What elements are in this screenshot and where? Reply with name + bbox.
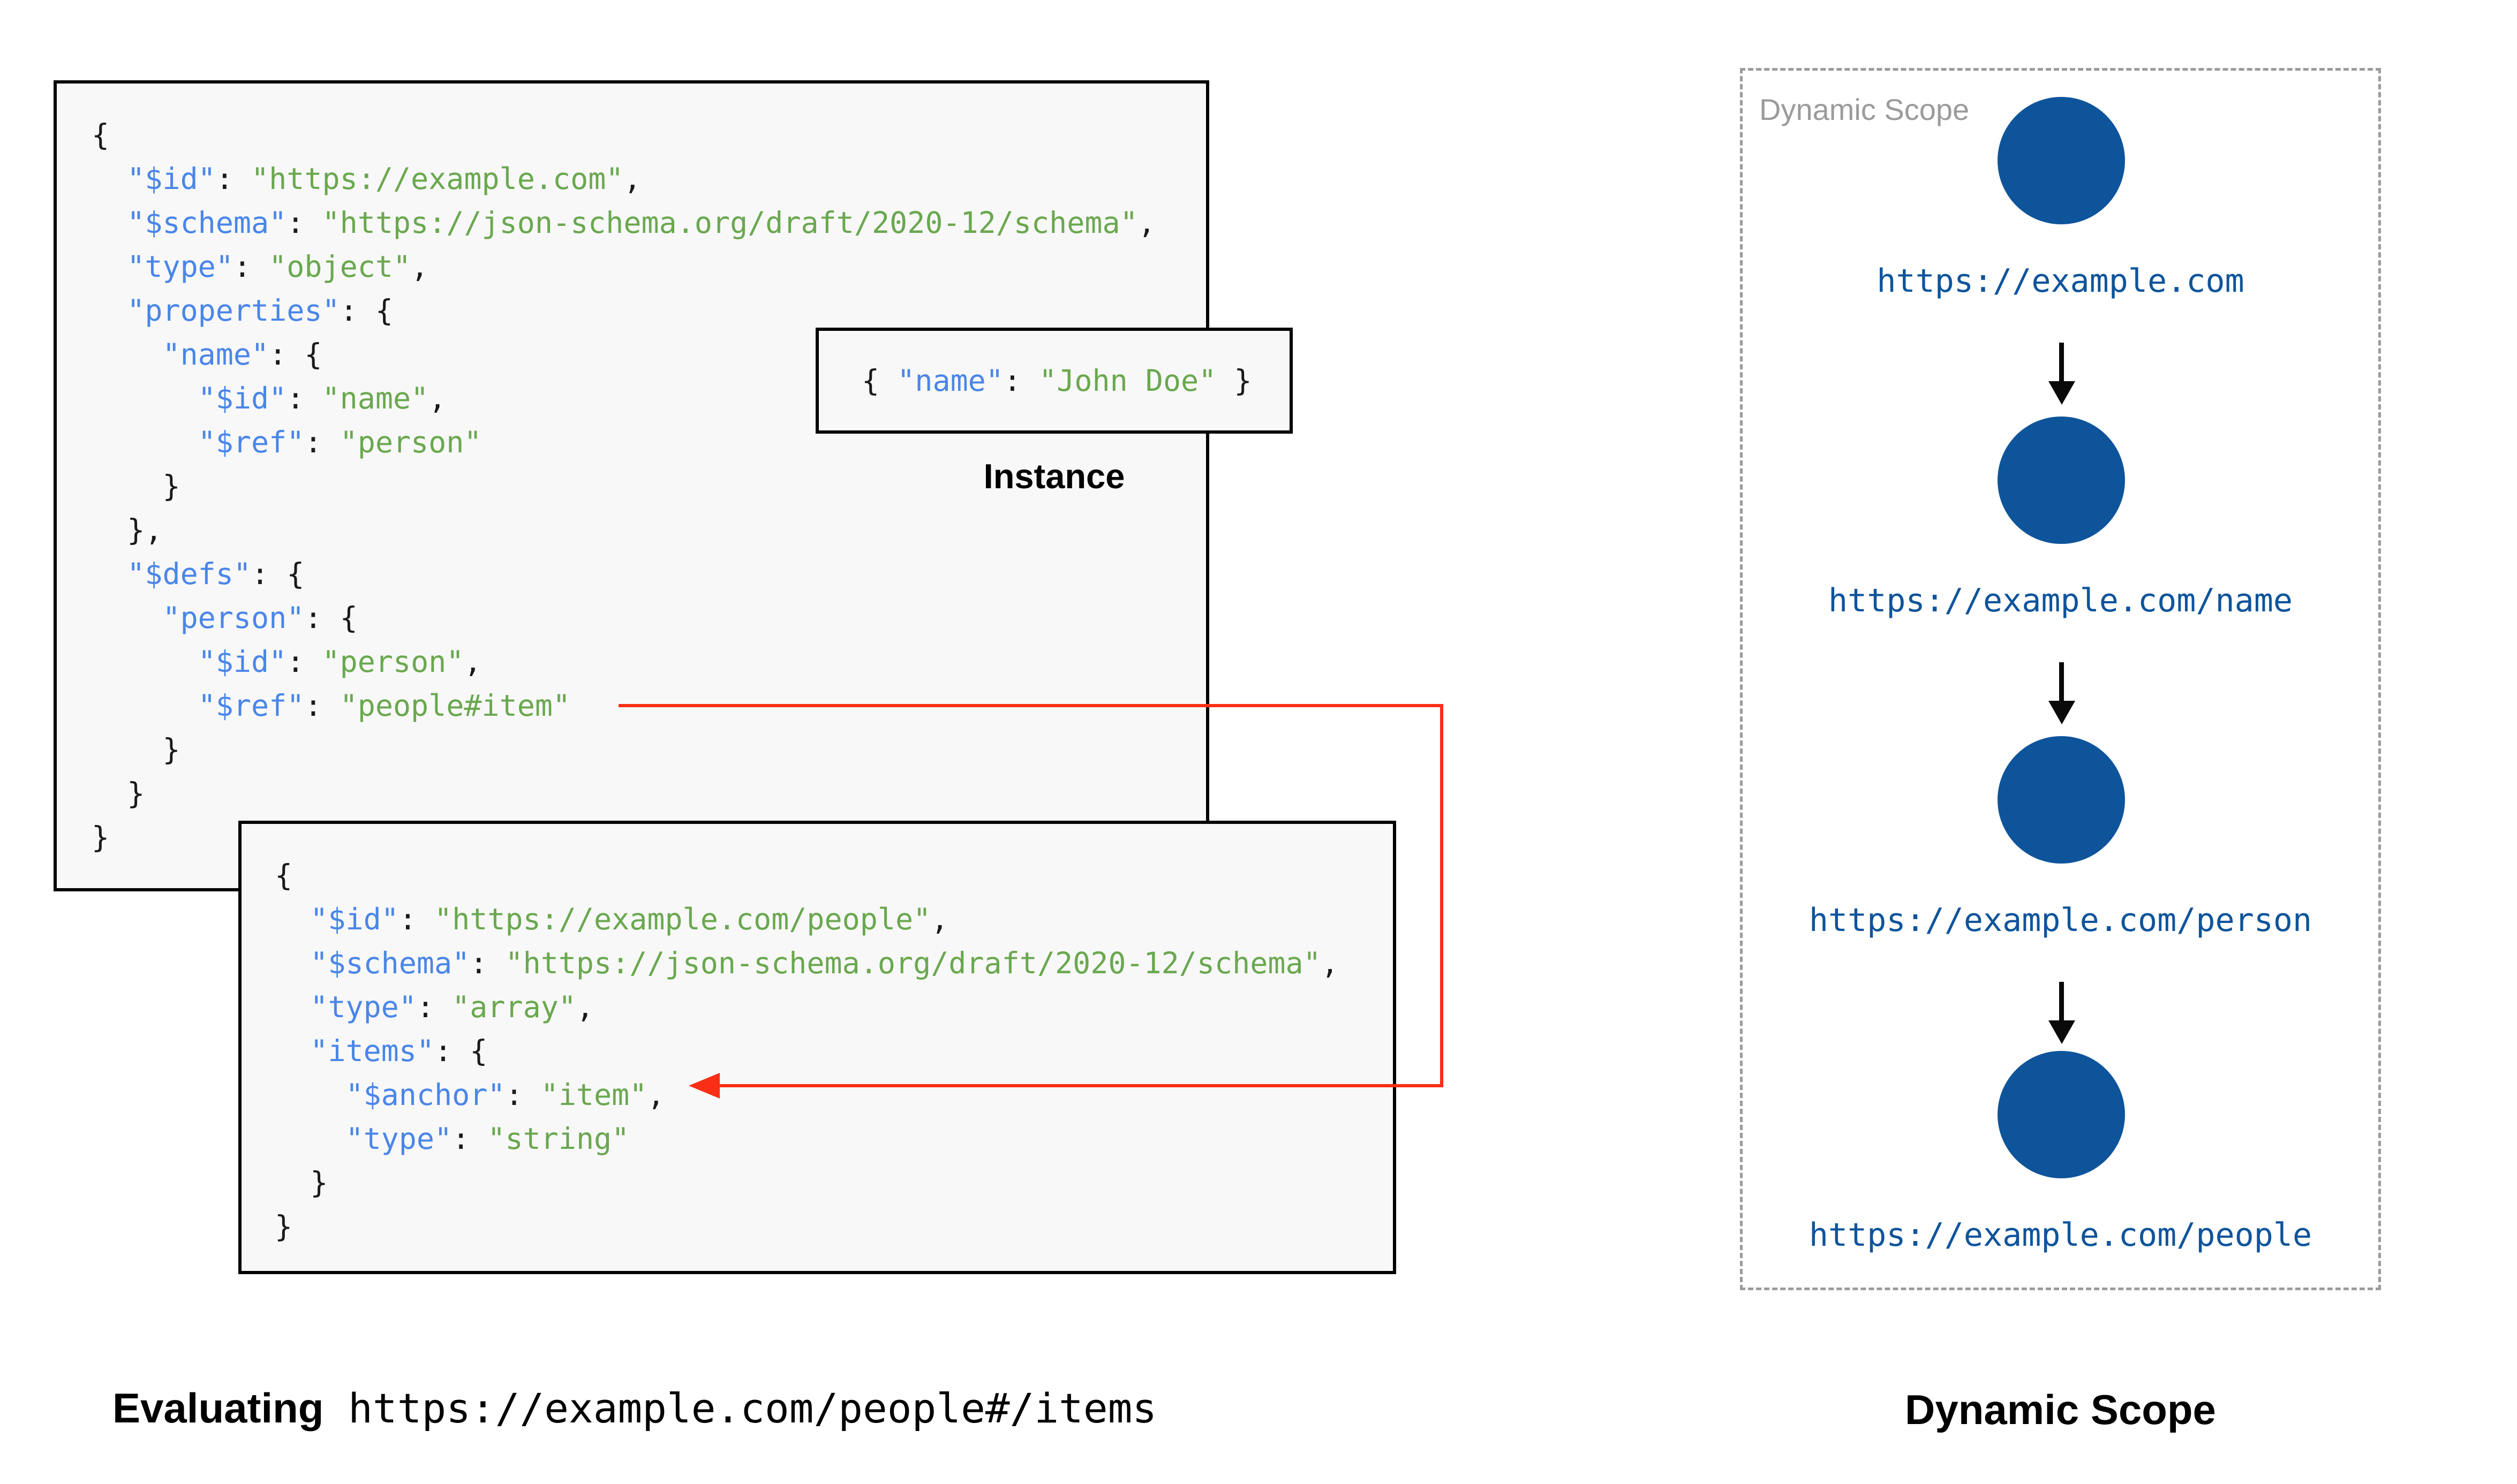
down-arrowhead-icon [2048, 1020, 2075, 1044]
ref-connector-segment-top [619, 704, 1443, 707]
scope-node-circle [1998, 97, 2125, 224]
down-arrow-icon [2059, 662, 2064, 702]
schema-root-code: { "$id": "https://example.com", "$schema… [92, 118, 1156, 854]
down-arrow-icon [2059, 343, 2064, 382]
scope-node-label: https://example.com/person [1808, 902, 2312, 939]
instance-code: { "name": "John Doe" } [862, 364, 1252, 398]
down-arrow-icon [2059, 982, 2064, 1021]
evaluating-caption-uri: https://example.com/people#/items [323, 1384, 1157, 1432]
schema-box-people: { "$id": "https://example.com/people", "… [238, 821, 1396, 1274]
ref-connector-segment-vertical [1440, 704, 1443, 1087]
scope-node-circle [1998, 1051, 2125, 1178]
ref-connector-segment-bottom [719, 1084, 1443, 1087]
down-arrowhead-icon [2048, 701, 2075, 724]
ref-connector-arrowhead-icon [689, 1073, 720, 1099]
instance-label: Instance [983, 457, 1125, 496]
schema-people-code: { "$id": "https://example.com/people", "… [275, 858, 1339, 1244]
scope-node-circle [1998, 417, 2125, 544]
evaluating-caption-label: Evaluating [112, 1384, 324, 1432]
scope-node-label: https://example.com [1877, 262, 2244, 300]
down-arrowhead-icon [2048, 381, 2075, 405]
scope-node-circle [1998, 736, 2125, 864]
dynamic-scope-caption: Dynamic Scope [1905, 1386, 2216, 1433]
scope-node-label: https://example.com/name [1828, 582, 2293, 619]
dynamic-scope-box [1740, 68, 2381, 1290]
scope-node-label: https://example.com/people [1808, 1216, 2312, 1254]
evaluating-caption: Evaluating https://example.com/people#/i… [112, 1384, 1157, 1437]
schema-box-root: { "$id": "https://example.com", "$schema… [54, 80, 1209, 891]
instance-box: { "name": "John Doe" } [816, 328, 1293, 434]
dynamic-scope-watermark: Dynamic Scope [1759, 93, 1970, 126]
